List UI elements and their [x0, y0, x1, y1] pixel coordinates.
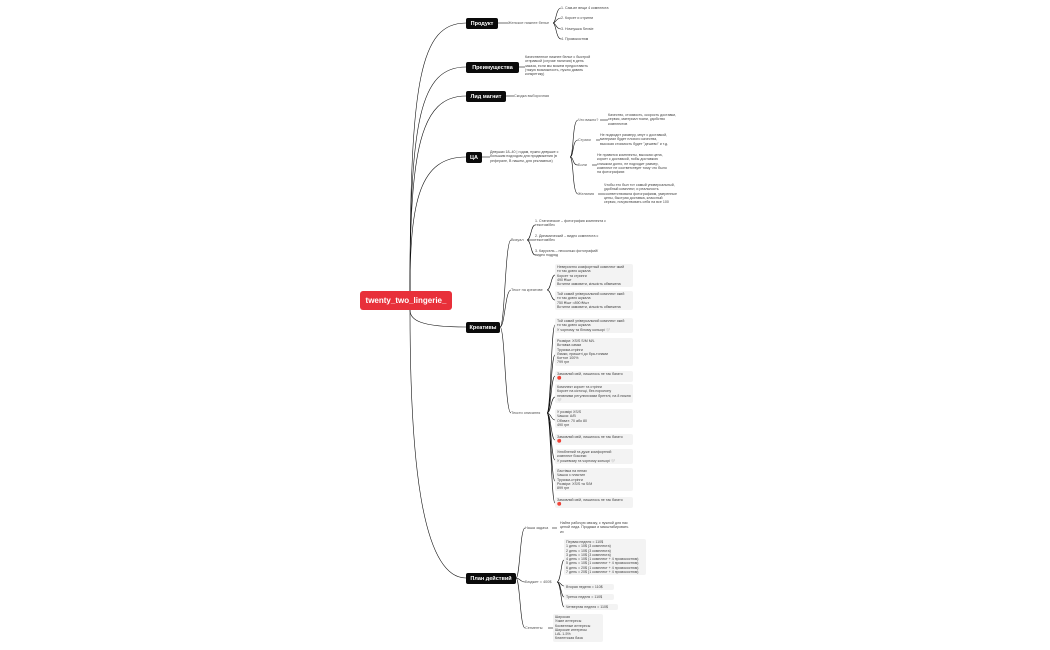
link-root-ca	[409, 156, 467, 292]
link-root-action	[409, 309, 467, 579]
description-item: Замовляй свій, лишилось не так багато 🔴	[555, 371, 633, 382]
creatives-text-label[interactable]: Текст на креативе	[511, 288, 543, 292]
action-budget-label[interactable]: Бюджет = 400$	[525, 580, 552, 584]
budget-week: Четвертая неделя = 110$	[564, 604, 618, 611]
link-root-product	[409, 22, 467, 292]
ca-desc[interactable]: Девушки 18–40 | годам, нужно девушке с б…	[490, 150, 559, 163]
description-item: Замовляй свій, лишилось не так багато 🔴	[555, 497, 633, 508]
action-task-text: Найти рабочую связку, с нужной для нас ц…	[560, 521, 629, 534]
topic-advantages[interactable]: Преимущества	[466, 62, 519, 73]
root-node[interactable]: twenty_two_lingerie_	[360, 291, 452, 310]
text-creative-item: Той самий універсальний комплект який ти…	[555, 291, 633, 311]
description-item: У розмірі XS/S Чашка: A/B Обхват: 70 або…	[555, 409, 633, 429]
link-root-leadmagnet	[409, 95, 467, 292]
topic-action-plan[interactable]: План действий	[466, 573, 516, 584]
description-item: Улюблений та дуже комфортний комплект бо…	[555, 449, 633, 464]
budget-week: Вторая неделя = 110$	[564, 584, 614, 591]
product-desc: Женское нижнее белье	[508, 21, 550, 25]
link-root-creatives	[409, 309, 467, 328]
description-item: Ластівка на пенах Чашка з пластин Трусик…	[555, 468, 633, 492]
ca-branch-label[interactable]: Желания	[578, 192, 595, 196]
ca-branch-label[interactable]: Что важно?	[578, 118, 599, 122]
description-item: Комплект корсет та стрінги Корсет на кіс…	[555, 384, 633, 404]
description-item: Розміри: XS/S S/M M/L Вставка самки Трус…	[555, 338, 633, 366]
ca-branch-text: Не нравятся комплекты, высокая цена, кор…	[597, 153, 667, 175]
ca-branch-text: Не подходит размеру, мнут с доставкой, м…	[600, 133, 669, 146]
description-item: Той самий універсальний комплект який ти…	[555, 318, 633, 333]
action-segments-text: Широкая Узкие интересы Косвенные интерес…	[553, 614, 603, 642]
description-item: Замовляй свій, лишилось не так багато 🔴	[555, 434, 633, 445]
ca-branch-text: Чтобы это был тот самый универсальный, у…	[604, 183, 677, 205]
visual-item: 2. Динамический – видео комплекта с текс…	[535, 234, 599, 243]
lead-magnet-desc[interactable]: Скидка выборочная	[514, 94, 550, 98]
action-segments-label[interactable]: Сегменты	[525, 626, 543, 630]
budget-week: Третья неделя = 110$	[564, 594, 614, 601]
topic-lead-magnet[interactable]: Лид магнит	[466, 91, 506, 102]
advantages-desc[interactable]: Качественное нижнее белье с быстрой отпр…	[525, 55, 591, 77]
product-item[interactable]: 1. Сам-ин вещи 4 комплекта	[561, 6, 609, 10]
budget-week: Первая неделя = 110$ 1 день = 10$ (3 ком…	[564, 539, 646, 576]
product-item[interactable]: 4. Промокостюм	[561, 37, 589, 41]
topic-ca[interactable]: ЦА	[466, 152, 482, 163]
ca-branch-label[interactable]: Боли	[578, 163, 587, 167]
link-root-advantages	[409, 66, 467, 292]
text-creative-item: Невероятно комфортный комплект який ти т…	[555, 264, 633, 288]
ca-branch-label[interactable]: Страхи	[578, 138, 591, 142]
product-item[interactable]: 2. Корсет и стринги	[561, 16, 594, 20]
creatives-description-label[interactable]: Тексти описання	[511, 411, 541, 415]
topic-creatives[interactable]: Креативы	[466, 322, 500, 333]
action-task-label[interactable]: Наша задача	[525, 526, 549, 530]
ca-branch-text: Качество, стоимость, скорость доставки, …	[608, 113, 677, 126]
visual-item: 1. Статическое – фотография комплекта с …	[535, 219, 606, 228]
visual-item: 3. Карусель – несколько фотографий/ виде…	[535, 249, 599, 258]
product-item[interactable]: 3. Ночнушка Sexsie	[561, 27, 594, 31]
topic-product[interactable]: Продукт	[466, 18, 498, 29]
creatives-visual-label[interactable]: Визуал	[511, 238, 524, 242]
